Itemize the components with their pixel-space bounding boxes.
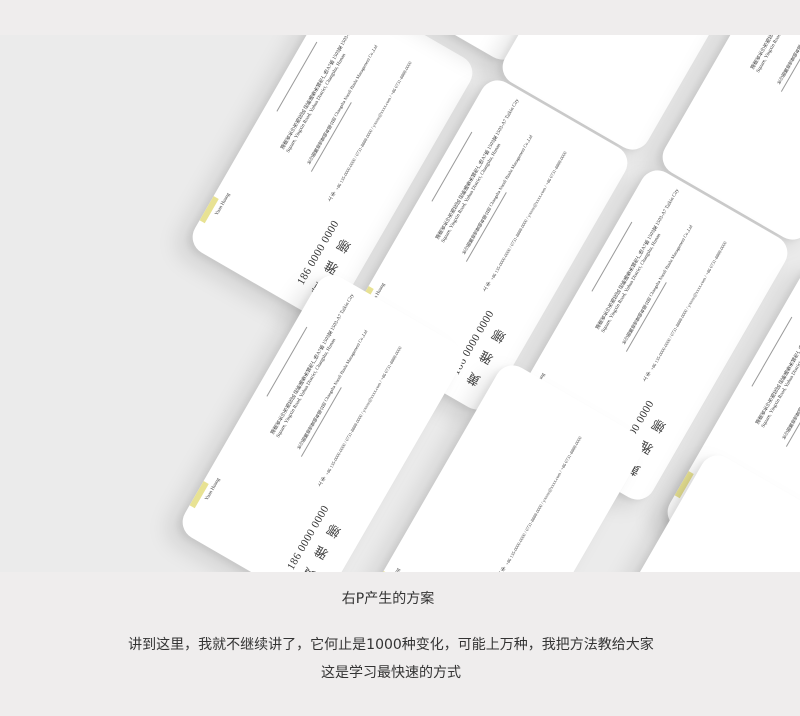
mockup-caption: 右P产生的方案 <box>341 591 435 607</box>
card-contact-labels: 上 手 <box>327 190 338 204</box>
card-divider <box>300 387 342 457</box>
card-contacts: +86 135-0000-0000 / 0731-8888-0000 / yxx… <box>649 240 728 371</box>
card-en-name: Yuan Huang <box>214 192 232 217</box>
card-contact-labels: 上 手 <box>317 475 328 489</box>
description-line-1: 讲到这里，我就不继续讲了，它何止是1000种变化，可能上万种，我把方法教给大家 <box>128 637 654 653</box>
accent-bar <box>369 571 389 572</box>
card-contact-labels: 上 手 <box>498 566 509 572</box>
card-contacts: +86 135-0000-0000 / 0731-8888-0000 / yxx… <box>504 435 583 566</box>
card-divider <box>465 192 507 262</box>
card-contact-labels: 上 手 <box>642 370 653 384</box>
card-divider <box>310 102 352 172</box>
card-divider <box>625 282 667 352</box>
card-address: 湖南省长沙市雨花区 迎新路泰禾城市广场A7栋 1503室 1503-A7 Tai… <box>280 35 365 154</box>
card-en-name: Yuan Huang <box>385 567 402 572</box>
business-card-mockup: Yuan Huang 黄雅娜 186 0000 0000 上 手 +86 135… <box>0 35 800 572</box>
card-contacts: +86 135-0000-0000 / 0731-8888-0000 / yxx… <box>334 60 413 191</box>
card-contacts: +86 135-0000-0000 / 0731-8888-0000 / yxx… <box>489 150 568 281</box>
card-contacts: +86 135-0000-0000 / 0731-8888-0000 / yxx… <box>324 345 403 476</box>
description-line-2: 这是学习最快速的方式 <box>321 665 461 681</box>
card-contact-labels: 上 手 <box>482 280 493 294</box>
card-en-name: Yuan Huang <box>204 477 222 502</box>
